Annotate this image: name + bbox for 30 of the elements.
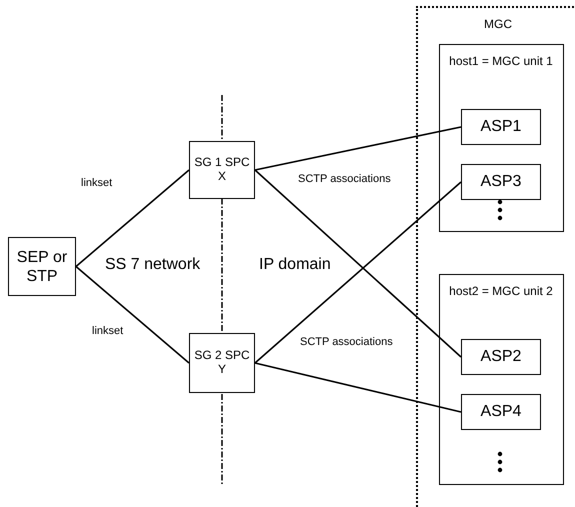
node-label: SG 1 SPC X xyxy=(193,156,251,184)
node-label: host2 = MGC unit 2 xyxy=(449,284,553,298)
node-box xyxy=(461,339,541,375)
text-label: SCTP associations xyxy=(297,173,392,185)
connector-line xyxy=(75,169,190,268)
node-box xyxy=(461,109,541,145)
node-box xyxy=(461,394,541,430)
node-label: ASP4 xyxy=(480,402,522,422)
node-label: SEP or STP xyxy=(16,249,68,286)
node-label: SG 2 SPC Y xyxy=(193,349,251,377)
node-box xyxy=(461,164,541,200)
connector-line xyxy=(254,362,462,413)
node-box xyxy=(189,333,255,393)
node-box xyxy=(438,44,564,232)
text-label: IP domain xyxy=(258,256,332,274)
group-frame xyxy=(416,6,575,507)
node-label: ASP3 xyxy=(480,172,522,192)
node-box xyxy=(8,237,76,296)
text-label: linkset xyxy=(80,177,114,189)
text-label: linkset xyxy=(91,325,124,337)
node-label: MGC xyxy=(484,18,512,32)
text-label: SCTP associations xyxy=(299,336,394,348)
connector-line xyxy=(254,126,462,171)
node-box xyxy=(189,141,255,199)
node-box xyxy=(438,274,564,484)
node-label: ASP1 xyxy=(480,118,522,136)
node-label: ASP2 xyxy=(480,348,522,366)
connector-line xyxy=(75,266,190,364)
text-label: SS 7 network xyxy=(104,256,202,274)
node-label: host1 = MGC unit 1 xyxy=(449,54,553,68)
